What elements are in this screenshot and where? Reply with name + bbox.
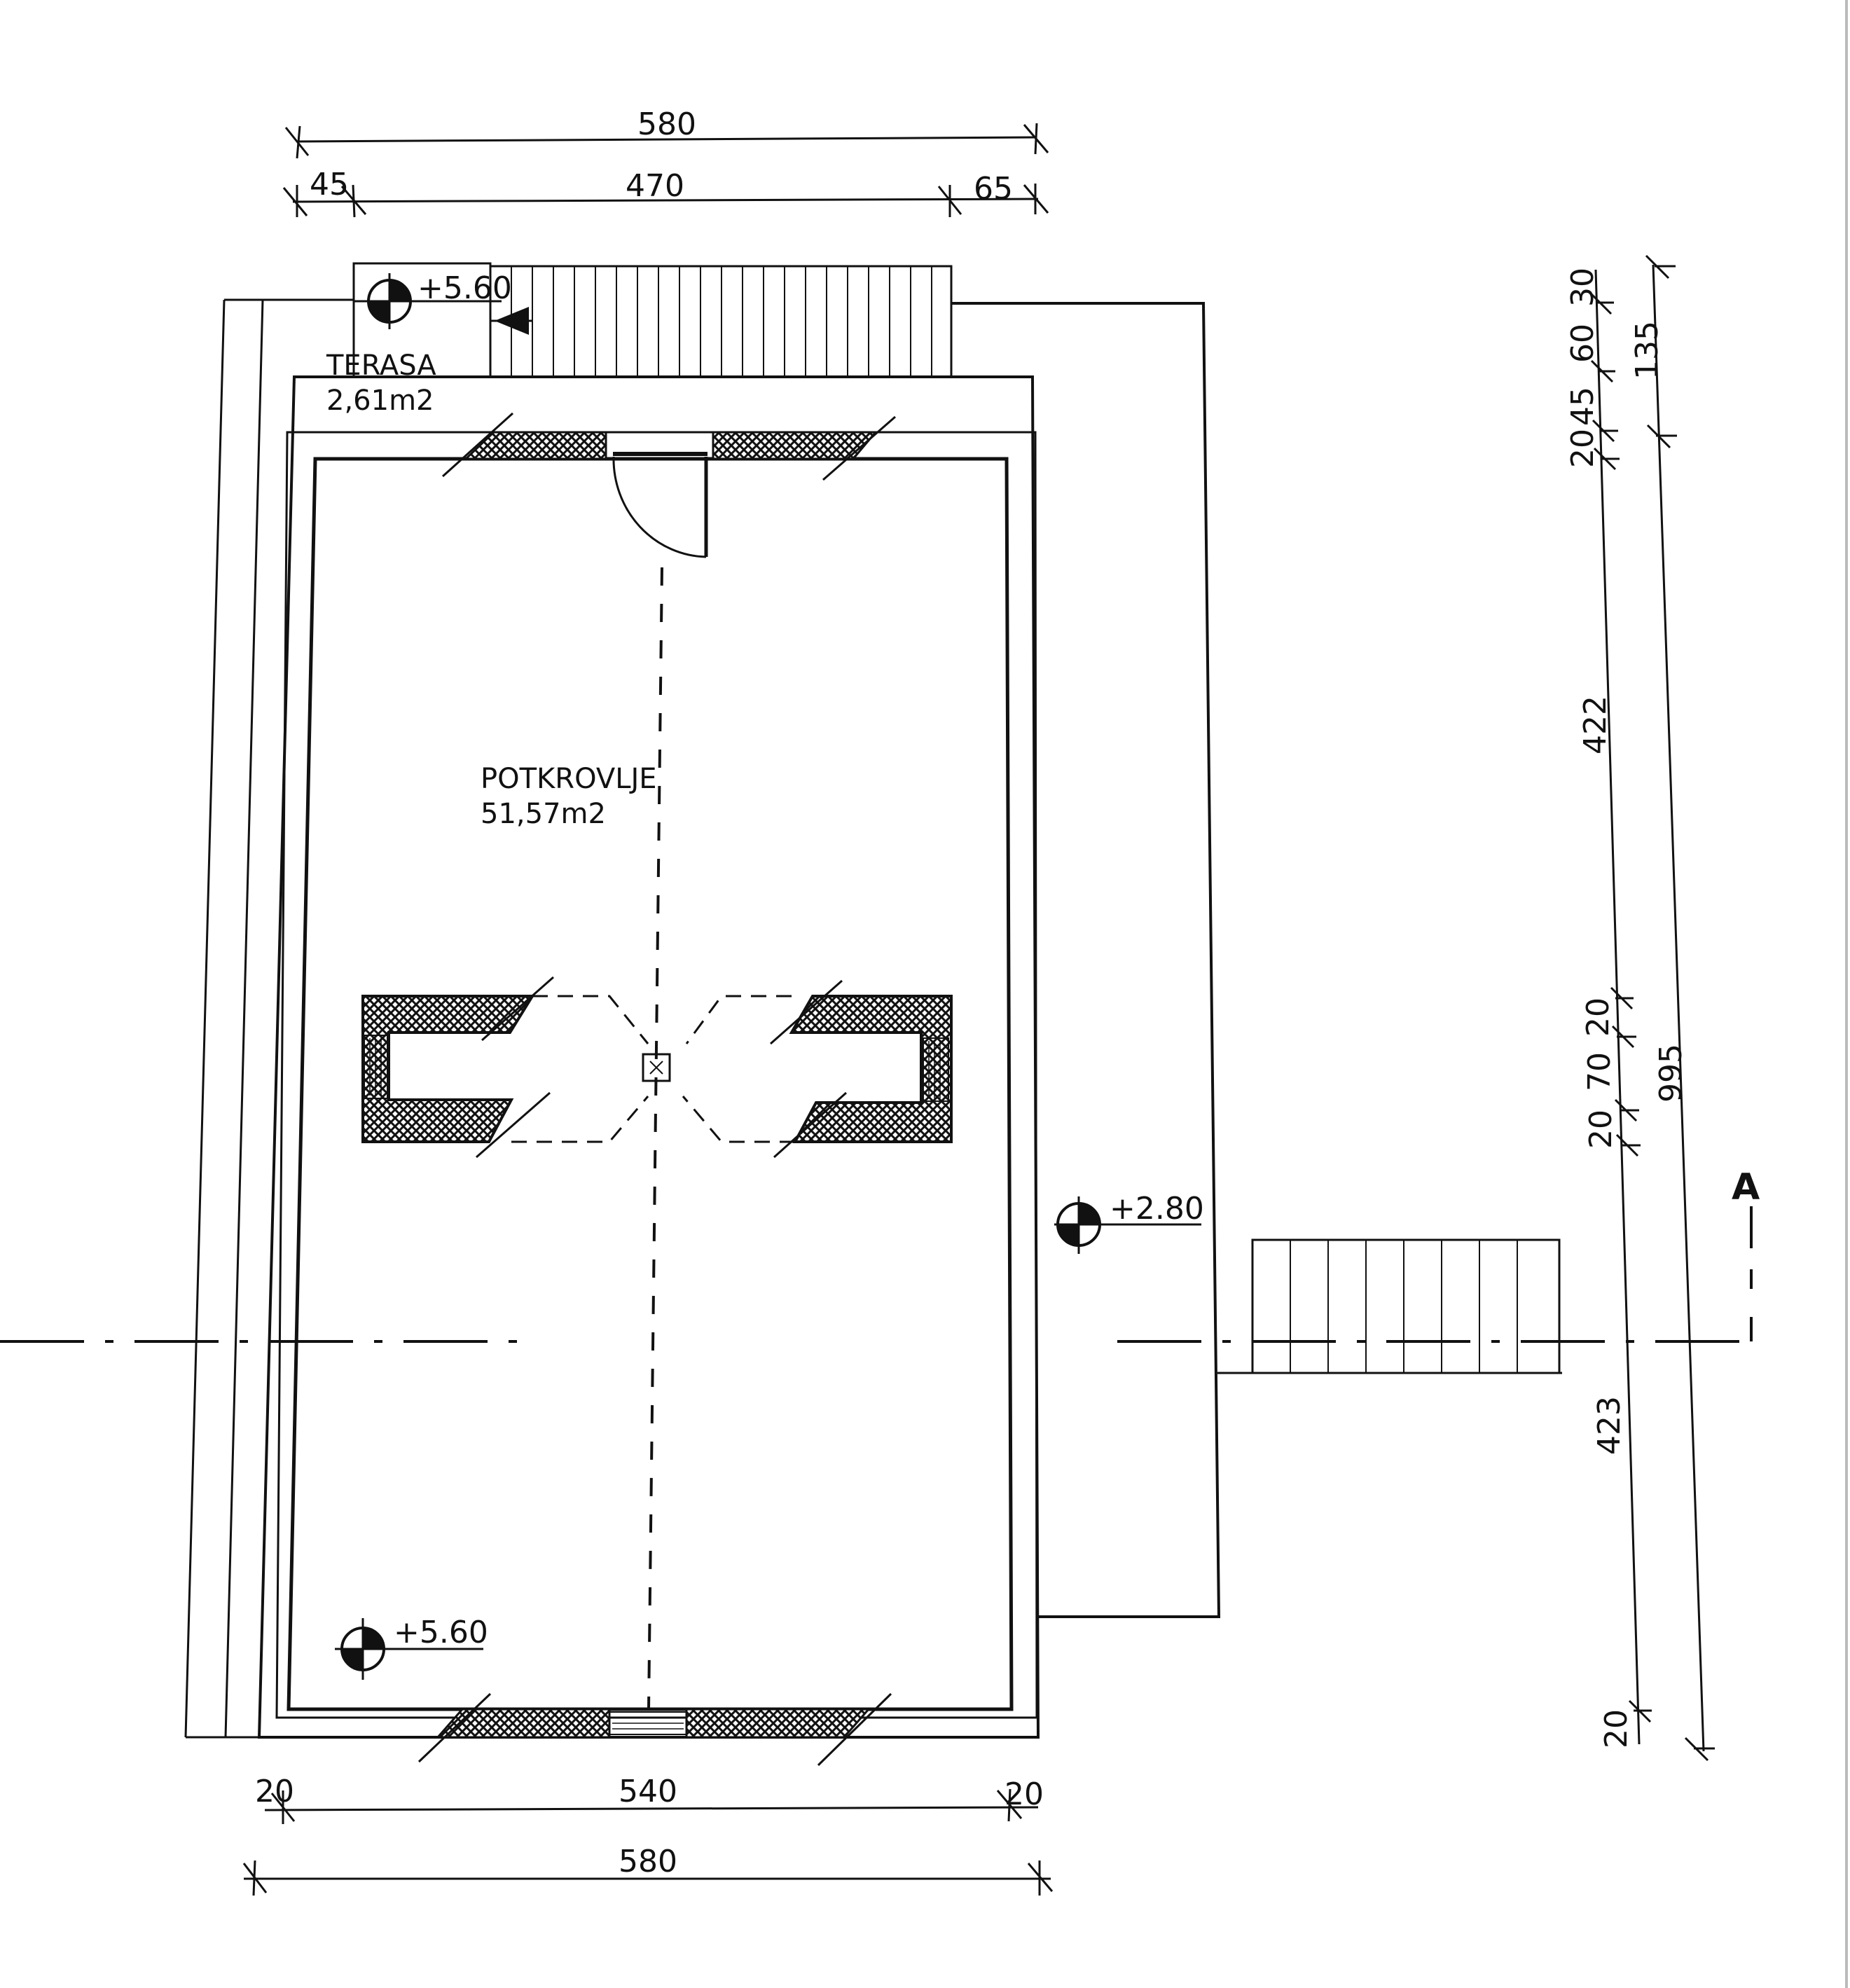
level-marker-stair [1054, 1196, 1201, 1254]
section-line-a [0, 1206, 1753, 1343]
dim-right-45: 45 [1565, 387, 1601, 426]
dim-top-right: 65 [974, 171, 1013, 207]
room-name-terrace: TERASA [326, 350, 436, 382]
dim-right-20b: 20 [1580, 998, 1616, 1037]
dim-bottom-total: 580 [619, 1844, 677, 1879]
right-dimension-lines [1589, 254, 1715, 1762]
level-label-attic: +5.60 [394, 1615, 488, 1650]
level-marker-terrace [354, 273, 502, 329]
dim-right-995: 995 [1653, 1044, 1689, 1103]
section-marker-label: A [1732, 1166, 1760, 1208]
dim-right-20d: 20 [1599, 1709, 1634, 1748]
level-label-stair: +2.80 [1110, 1191, 1204, 1227]
dim-bottom-middle: 540 [619, 1774, 677, 1809]
room-area-terrace: 2,61m2 [326, 385, 434, 417]
dim-right-422: 422 [1578, 696, 1613, 754]
right-outer-dimension-labels: 135 995 [1629, 321, 1689, 1103]
room-area-attic: 51,57m2 [481, 798, 606, 830]
room-name-attic: POTKROVLJE [481, 763, 657, 795]
top-staircase [489, 265, 953, 378]
right-staircase [1217, 1238, 1562, 1374]
dim-right-70: 70 [1582, 1052, 1617, 1091]
ridge-axis-line [647, 567, 663, 1710]
roof-window-left [361, 976, 554, 1159]
stair-arrow-icon [495, 307, 529, 335]
dim-top-total: 580 [637, 106, 696, 142]
level-marker-attic [335, 1618, 483, 1680]
dim-right-20a: 20 [1565, 429, 1601, 468]
bottom-dimension-lines [242, 1788, 1054, 1896]
dashed-window-outlines [511, 995, 795, 1143]
dim-top-left: 45 [310, 167, 349, 202]
dim-top-middle: 470 [626, 168, 684, 204]
roof-window-right [770, 979, 953, 1159]
top-wall-openings [441, 412, 896, 558]
top-dimension-lines [282, 123, 1049, 218]
dim-right-135: 135 [1629, 321, 1665, 380]
dim-right-60: 60 [1565, 324, 1601, 363]
dim-right-30: 30 [1565, 268, 1601, 307]
building-outline [184, 262, 1221, 1739]
level-label-terrace: +5.60 [417, 270, 512, 306]
right-inner-dimension-labels: 30 60 45 20 422 20 70 20 423 20 [1565, 268, 1634, 1748]
dim-right-20c: 20 [1583, 1110, 1619, 1149]
dim-right-423: 423 [1592, 1396, 1627, 1455]
door-swing-icon [612, 456, 707, 558]
dim-bottom-left: 20 [255, 1774, 294, 1809]
bottom-wall-openings [417, 1692, 892, 1767]
dim-bottom-right: 20 [1005, 1776, 1044, 1812]
